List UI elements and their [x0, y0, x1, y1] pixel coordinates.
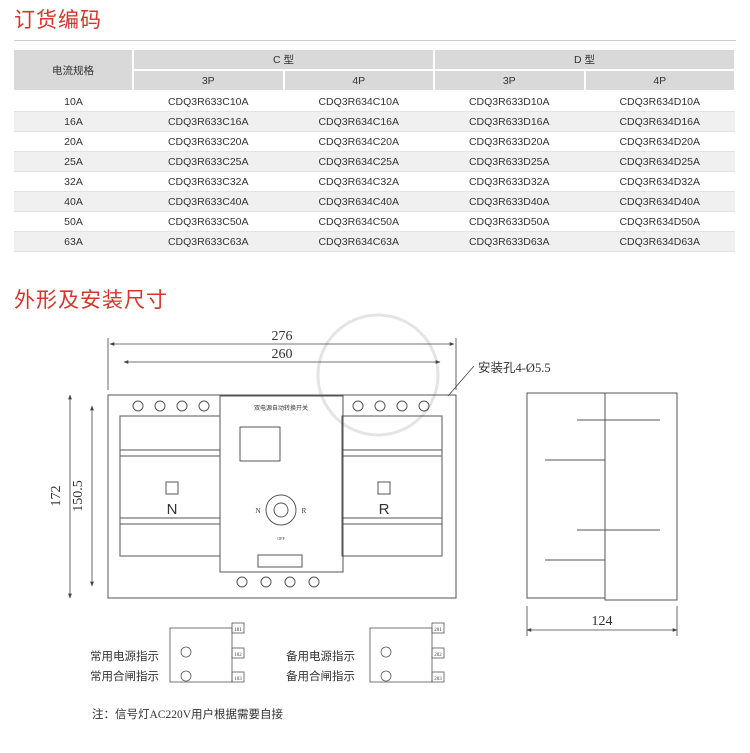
dim-172: 172	[49, 486, 64, 507]
standby-power-label: 备用电源指示	[286, 651, 355, 663]
current-spec-cell: 10A	[14, 91, 133, 112]
n-indicator	[165, 481, 179, 495]
order-code-cell: CDQ3R633D16A	[434, 111, 585, 132]
order-code-cell: CDQ3R634D63A	[584, 231, 735, 252]
knob-r-label: R	[302, 507, 307, 515]
order-code-cell: CDQ3R634D50A	[584, 211, 735, 232]
knob-off-label: OFF	[277, 536, 285, 541]
order-code-cell: CDQ3R633D20A	[434, 131, 585, 152]
current-spec-cell: 20A	[14, 131, 133, 152]
dimension-title: 外形及安装尺寸	[14, 288, 168, 312]
order-code-cell: CDQ3R633C32A	[133, 171, 284, 192]
mount-hole-label: 安装孔4-Ø5.5	[478, 360, 551, 375]
side-view-outline	[526, 392, 606, 599]
current-spec-cell: 63A	[14, 231, 133, 252]
sub-header: 4P	[283, 70, 435, 92]
order-code-cell: CDQ3R634D20A	[584, 131, 735, 152]
sub-header: 3P	[434, 70, 586, 92]
order-code-cell: CDQ3R634D25A	[584, 151, 735, 172]
selector-knob	[265, 494, 297, 526]
watermark-logo	[316, 313, 440, 437]
order-code-cell: CDQ3R633C20A	[133, 131, 284, 152]
terminal-203: 203	[434, 677, 442, 682]
terminal-103: 103	[234, 677, 242, 682]
center-panel	[219, 395, 344, 573]
order-code-cell: CDQ3R633C10A	[133, 91, 284, 112]
n-mark: N	[167, 501, 178, 518]
terminal-202: 202	[434, 653, 442, 658]
r-mark: R	[379, 501, 390, 518]
order-code-cell: CDQ3R634C50A	[283, 211, 434, 232]
order-code-cell: CDQ3R634C32A	[283, 171, 434, 192]
order-code-cell: CDQ3R633D10A	[434, 91, 585, 112]
table-subheader-row: 3P 4P 3P 4P	[14, 70, 736, 92]
order-code-cell: CDQ3R634C16A	[283, 111, 434, 132]
slide-switch	[257, 554, 303, 568]
panel-title: 双电源自动转换开关	[254, 404, 308, 412]
current-spec-cell: 16A	[14, 111, 133, 132]
normal-power-label: 常用电源指示	[90, 651, 159, 663]
order-code-cell: CDQ3R634D10A	[584, 91, 735, 112]
r-indicator	[377, 481, 391, 495]
order-code-cell: CDQ3R633C16A	[133, 111, 284, 132]
dim-124: 124	[592, 614, 613, 629]
terminal-102: 102	[234, 653, 242, 658]
signal-note: 注：信号灯AC220V用户根据需要自接	[92, 709, 284, 721]
order-code-cell: CDQ3R633D40A	[434, 191, 585, 212]
order-code-cell: CDQ3R633C25A	[133, 151, 284, 172]
display-window	[239, 426, 281, 462]
order-code-cell: CDQ3R633D25A	[434, 151, 585, 172]
dim-150-5: 150.5	[71, 480, 86, 512]
order-code-title: 订货编码	[14, 8, 102, 32]
normal-close-label: 常用合闸指示	[90, 671, 159, 683]
current-spec-cell: 40A	[14, 191, 133, 212]
order-code-cell: CDQ3R633C63A	[133, 231, 284, 252]
order-code-cell: CDQ3R633D63A	[434, 231, 585, 252]
order-code-cell: CDQ3R634D32A	[584, 171, 735, 192]
dim-276: 276	[272, 329, 293, 344]
order-code-cell: CDQ3R634C40A	[283, 191, 434, 212]
order-code-cell: CDQ3R633C40A	[133, 191, 284, 212]
order-code-cell: CDQ3R634C25A	[283, 151, 434, 172]
sub-header: 4P	[584, 70, 736, 92]
standby-close-label: 备用合闸指示	[286, 671, 355, 683]
terminal-101: 101	[234, 628, 242, 633]
knob-n-label: N	[255, 507, 260, 515]
table-header-row: 电流规格 C 型 D 型	[14, 50, 736, 92]
dimension-drawing: 276 260 172 150.5 124 安装孔4-Ø5.5 双电源自动转换开…	[49, 313, 678, 683]
title-divider	[14, 40, 736, 41]
order-code-cell: CDQ3R633C50A	[133, 211, 284, 232]
terminal-201: 201	[434, 628, 442, 633]
sub-header: 3P	[133, 70, 285, 92]
dim-260: 260	[272, 347, 293, 362]
current-spec-cell: 32A	[14, 171, 133, 192]
order-code-cell: CDQ3R634C10A	[283, 91, 434, 112]
group-header-c: C 型	[133, 50, 435, 71]
order-code-cell: CDQ3R633D50A	[434, 211, 585, 232]
front-view-outline	[107, 394, 457, 599]
current-spec-cell: 50A	[14, 211, 133, 232]
current-spec-header: 电流规格	[14, 50, 134, 92]
group-header-d: D 型	[434, 50, 736, 71]
order-code-cell: CDQ3R634D40A	[584, 191, 735, 212]
order-code-cell: CDQ3R634C63A	[283, 231, 434, 252]
order-code-cell: CDQ3R633D32A	[434, 171, 585, 192]
order-code-cell: CDQ3R634C20A	[283, 131, 434, 152]
current-spec-cell: 25A	[14, 151, 133, 172]
order-code-cell: CDQ3R634D16A	[584, 111, 735, 132]
